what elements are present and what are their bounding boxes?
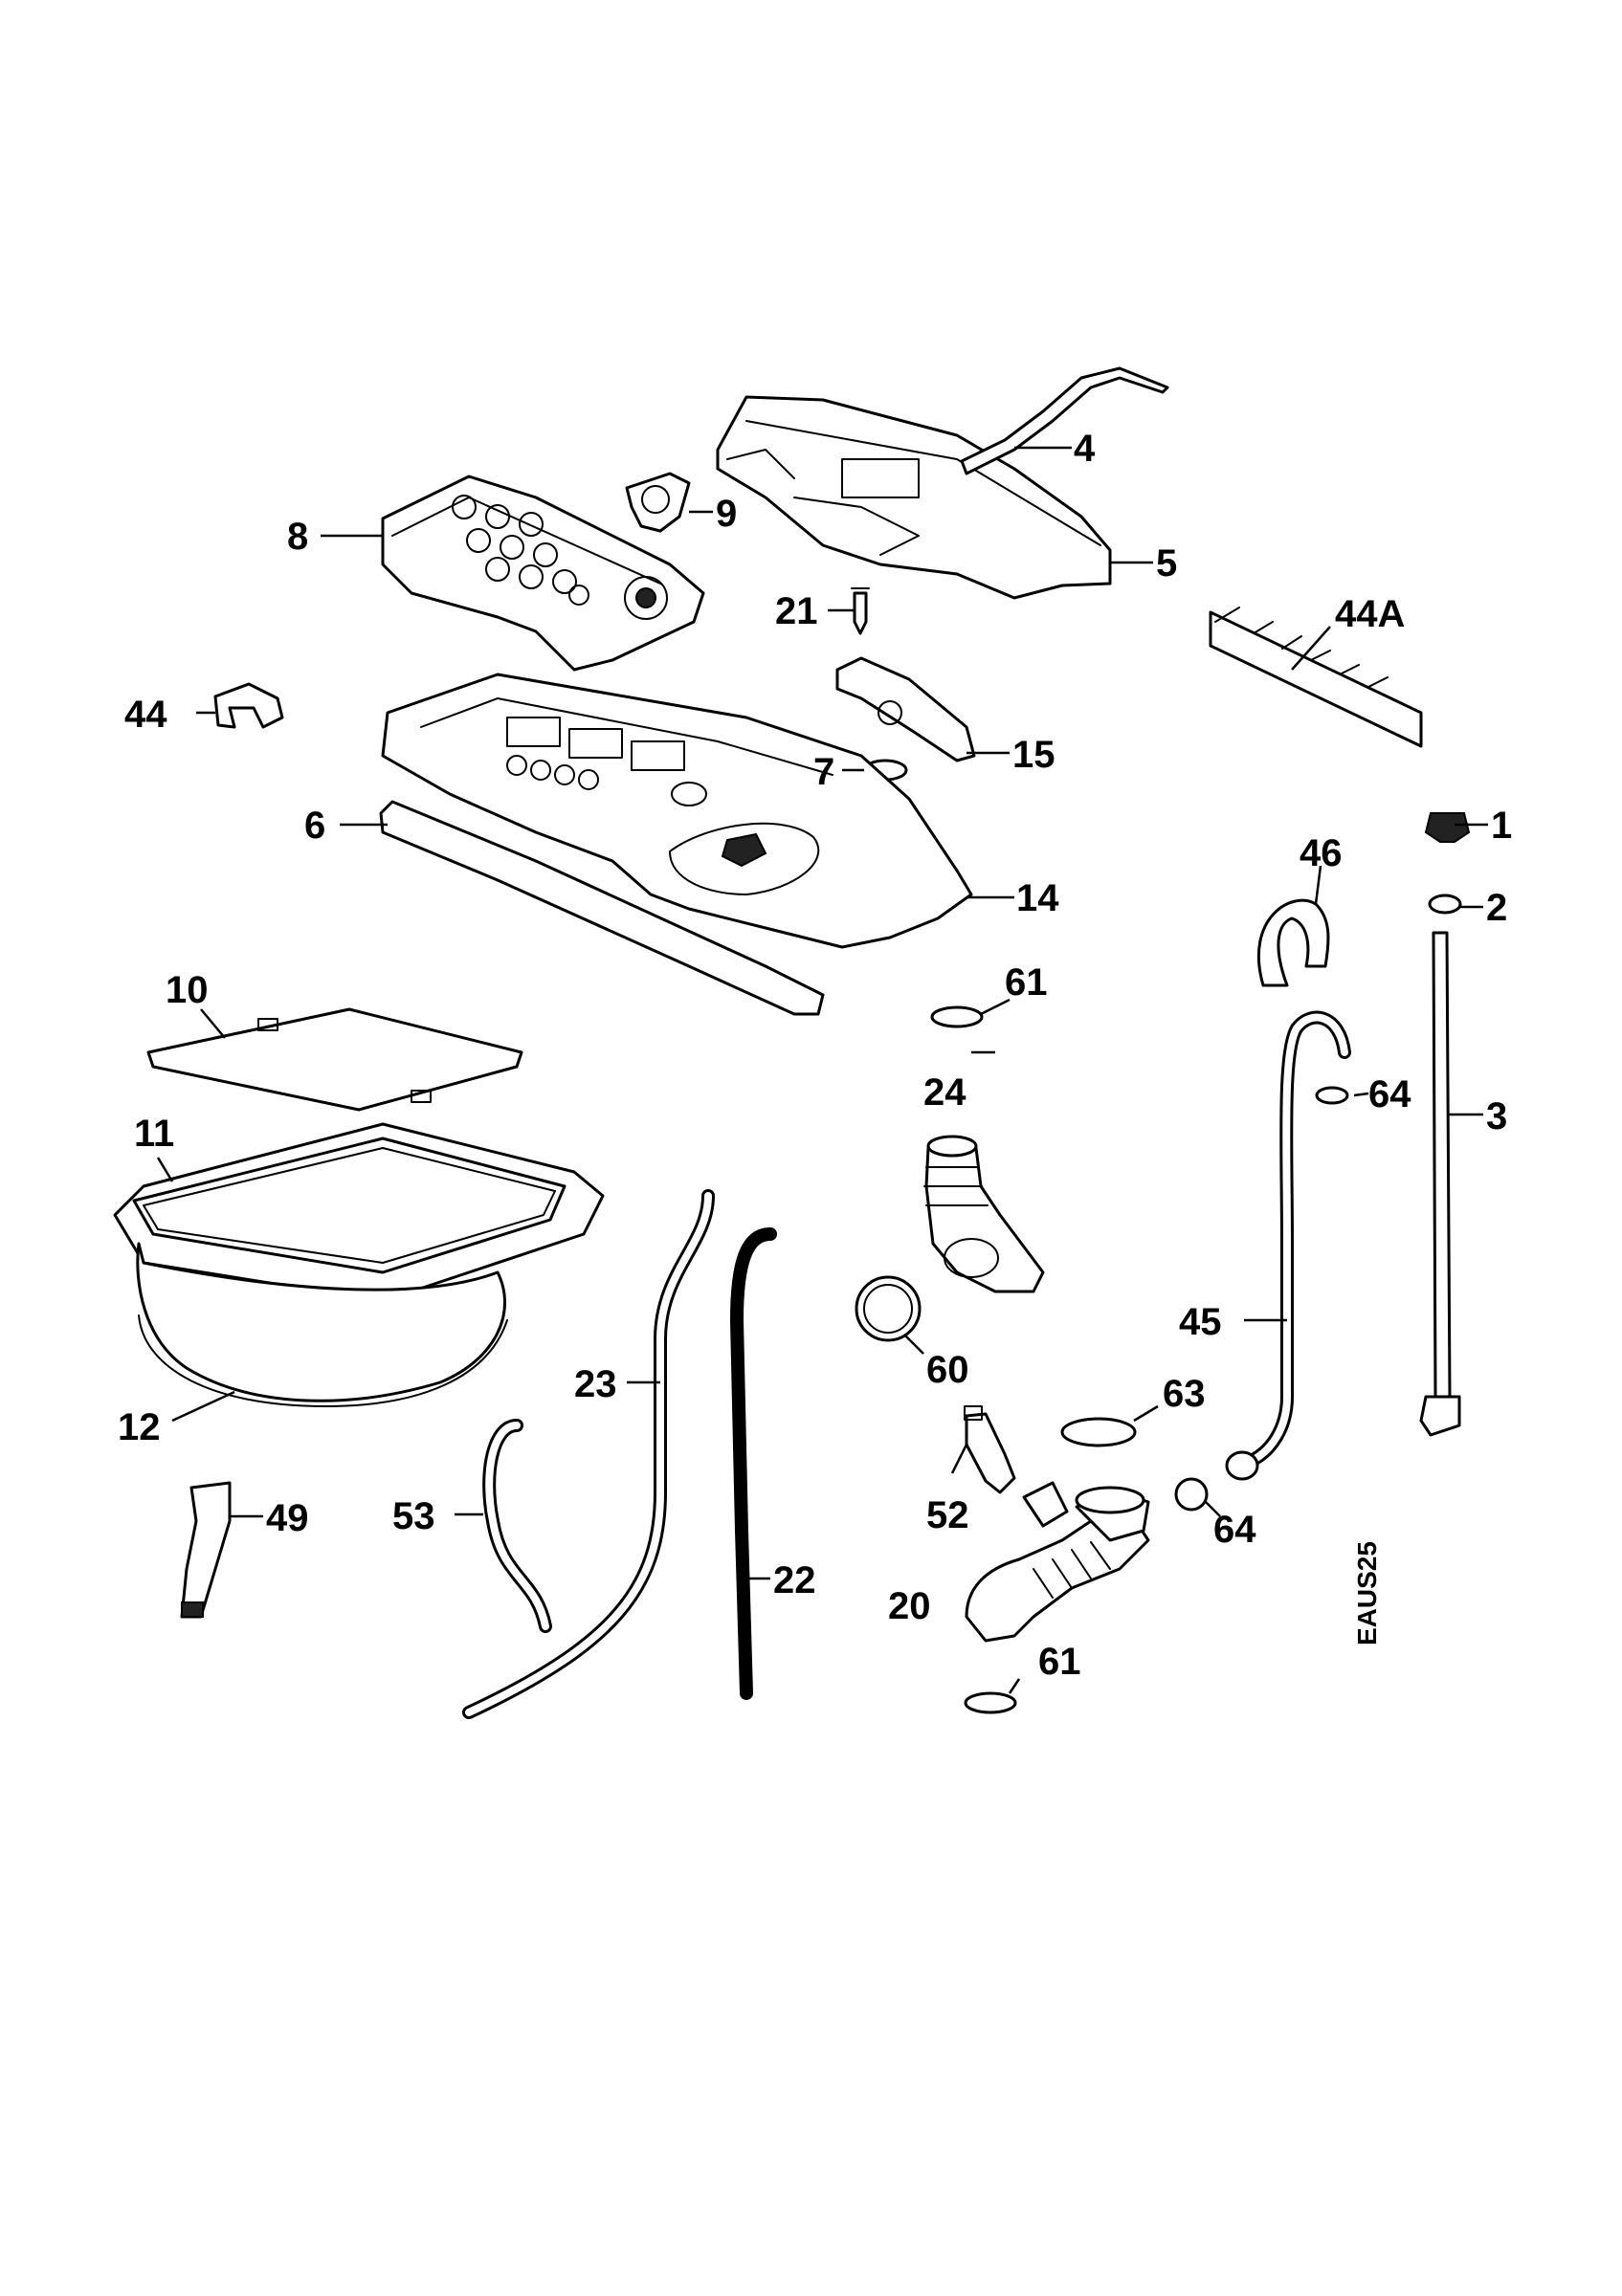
callout-53: 53 (392, 1495, 435, 1537)
callout-20: 20 (888, 1585, 931, 1627)
part-4-tube (960, 366, 1169, 475)
part-20-sump-hose (965, 1486, 1150, 1643)
part-9-knob (625, 472, 691, 533)
callout-64-lower: 64 (1213, 1509, 1256, 1551)
part-49-brush (180, 1481, 232, 1619)
callout-8: 8 (287, 516, 308, 558)
part-60-ring (855, 1275, 922, 1342)
part-10-lid-panel (146, 1007, 523, 1112)
callout-12: 12 (118, 1406, 161, 1448)
part-23-long-hose (462, 1189, 715, 1719)
callout-52: 52 (926, 1494, 969, 1536)
callout-5: 5 (1156, 542, 1177, 585)
callout-45: 45 (1179, 1301, 1222, 1343)
part-64-clamp-upper (1315, 1086, 1349, 1105)
callout-10: 10 (166, 969, 209, 1011)
part-2-washer (1428, 894, 1462, 915)
callout-24: 24 (923, 1071, 967, 1114)
callout-23: 23 (574, 1363, 617, 1405)
part-5-dispenser-housing (716, 395, 1112, 600)
callout-11: 11 (134, 1113, 174, 1155)
callout-7: 7 (813, 751, 834, 793)
part-53-short-hose (482, 1419, 552, 1633)
leader-lines (156, 446, 1488, 1694)
callout-49: 49 (266, 1497, 309, 1539)
callout-64-upper: 64 (1368, 1073, 1411, 1115)
part-24-bellows (923, 1135, 1045, 1293)
part-15-valve (835, 656, 976, 762)
callout-61-upper: 61 (1005, 961, 1048, 1004)
part-44A-bracket (1209, 607, 1423, 748)
part-44-clip (213, 682, 284, 729)
callout-21: 21 (775, 590, 818, 632)
callout-46: 46 (1300, 832, 1343, 874)
part-22-drain-hose (730, 1227, 777, 1700)
part-64-clamp-lower (1174, 1477, 1209, 1512)
callout-9: 9 (716, 493, 737, 535)
callout-labels: 1 2 3 4 5 6 7 8 9 10 11 12 14 15 20 21 2… (118, 428, 1512, 1683)
part-8-control-panel (381, 475, 705, 672)
callout-14: 14 (1016, 877, 1059, 919)
callout-4: 4 (1074, 428, 1096, 470)
part-1-hose-nut (1424, 812, 1471, 843)
part-61-clamp-upper (930, 1005, 984, 1028)
callout-63: 63 (1163, 1373, 1206, 1415)
callout-3: 3 (1486, 1095, 1507, 1137)
part-14-panel-frame (381, 673, 973, 949)
part-61-clamp-lower (964, 1691, 1017, 1714)
part-45-drain-hose (1225, 1010, 1351, 1481)
part-46-hose-guide (1256, 898, 1330, 987)
part-52-fitting (964, 1405, 1069, 1528)
callout-44: 44 (124, 694, 167, 736)
callout-22: 22 (773, 1559, 816, 1601)
part-21-screw (851, 587, 870, 635)
callout-60: 60 (926, 1349, 969, 1391)
part-3-fill-hose (1419, 931, 1461, 1437)
part-6-trim-strip (379, 800, 825, 1016)
callout-15: 15 (1012, 734, 1055, 776)
callout-61-lower: 61 (1038, 1641, 1081, 1683)
drawing-code: EAUS25 (1352, 1541, 1382, 1645)
part-11-12-tub-cover (113, 1122, 605, 1407)
callout-6: 6 (304, 805, 325, 847)
callout-2: 2 (1486, 887, 1507, 929)
callout-1: 1 (1491, 805, 1512, 847)
callout-44A: 44A (1335, 593, 1405, 635)
part-63-clamp (1060, 1417, 1137, 1447)
